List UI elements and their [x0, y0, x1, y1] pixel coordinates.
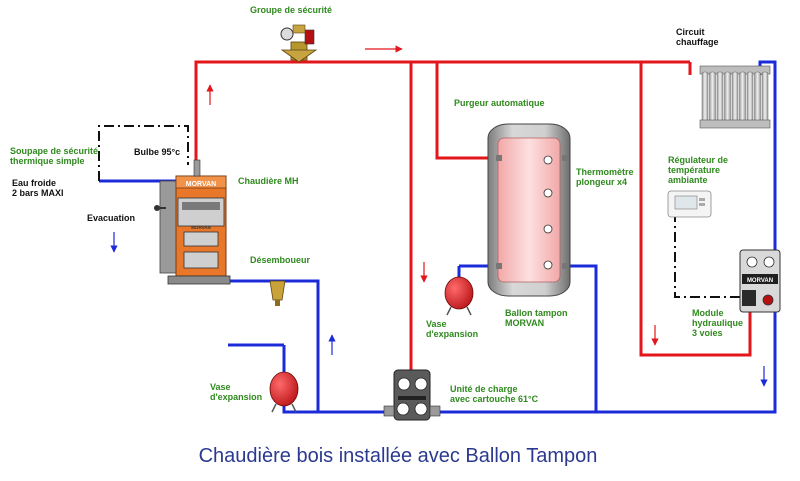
label-module-line3: 3 voies: [692, 328, 723, 338]
label-groupe-securite: Groupe de sécurité: [250, 5, 332, 15]
label-circuit-chauffage-line2: chauffage: [676, 37, 719, 47]
flow-arrows: [110, 45, 768, 387]
label-ballon-line1: Ballon tampon: [505, 308, 568, 318]
label-vase-expansion-1-line1: Vase: [426, 319, 447, 329]
label-regulateur-line3: ambiante: [668, 175, 708, 185]
label-regulateur: Régulateur de température ambiante: [668, 155, 731, 185]
radiator-fin: [731, 71, 739, 125]
expansion-vessel-left-icon: [269, 371, 299, 413]
label-ballon: Ballon tampon MORVAN: [505, 308, 570, 328]
hydraulic-module-icon: [739, 249, 781, 313]
label-unite-charge-line1: Unité de charge: [450, 384, 518, 394]
label-vase-expansion-2-line2: d'expansion: [210, 392, 262, 402]
control-lines: [98, 125, 743, 298]
label-soupape-line1: Soupape de sécurité: [10, 146, 98, 156]
thermometer-probe-icon: [543, 224, 553, 234]
label-vase-expansion-2: Vase d'expansion: [210, 382, 262, 402]
label-vase-expansion-1-line2: d'expansion: [426, 329, 478, 339]
radiator-fin: [754, 71, 761, 125]
boiler-icon: [154, 159, 231, 285]
label-eau-froide-line2: 2 bars MAXI: [12, 188, 64, 198]
boiler-brand-top: MORVAN: [186, 181, 216, 188]
label-desemboueur: Désemboueur: [250, 255, 311, 265]
label-ballon-line2: MORVAN: [505, 318, 544, 328]
label-circuit-chauffage-line1: Circuit: [676, 27, 705, 37]
label-module-line2: hydraulique: [692, 318, 743, 328]
label-regulateur-line1: Régulateur de: [668, 155, 728, 165]
label-vase-expansion-1: Vase d'expansion: [426, 319, 478, 339]
label-unite-charge-line2: avec cartouche 61°C: [450, 394, 539, 404]
boiler-handle-icon: [154, 205, 160, 211]
diagram-caption: Chaudière bois installée avec Ballon Tam…: [199, 445, 598, 467]
label-purgeur: Purgeur automatique: [454, 98, 545, 108]
label-eau-froide-line1: Eau froide: [12, 178, 56, 188]
label-eau-froide: Eau froide 2 bars MAXI: [12, 178, 64, 198]
label-evacuation: Evacuation: [87, 213, 135, 223]
charging-unit-icon: [383, 369, 441, 421]
label-module-line1: Module: [692, 308, 724, 318]
label-unite-charge: Unité de charge avec cartouche 61°C: [450, 384, 539, 404]
radiator-fin: [724, 71, 731, 125]
label-soupape-line2: thermique simple: [10, 156, 85, 166]
expansion-vessel-right-icon: [444, 276, 474, 316]
radiator-fin: [746, 71, 754, 125]
label-thermometre-line1: Thermomètre: [576, 167, 634, 177]
radiator-fin: [709, 71, 716, 125]
label-vase-expansion-2-line1: Vase: [210, 382, 231, 392]
label-chaudiere: Chaudière MH: [238, 176, 299, 186]
radiator-fin: [716, 71, 724, 125]
boiler-brand-door: MORVAN: [191, 225, 211, 230]
room-thermostat-icon: [667, 190, 712, 218]
module-brand: MORVAN: [747, 278, 773, 284]
thermometer-probe-icon: [543, 188, 553, 198]
thermometer-probe-icon: [543, 260, 553, 270]
label-regulateur-line2: température: [668, 165, 720, 175]
label-thermometre-line2: plongeur x4: [576, 177, 627, 187]
buffer-tank-icon: [487, 123, 571, 297]
hot-water-pipes: [194, 58, 752, 372]
thermometer-probe-icon: [543, 155, 553, 165]
label-bulbe: Bulbe 95°c: [134, 147, 180, 157]
label-module: Module hydraulique 3 voies: [692, 308, 746, 338]
radiator-icon: [699, 65, 771, 129]
radiator-fin: [701, 71, 709, 125]
radiator-fin: [761, 71, 769, 125]
radiator-fin: [739, 71, 746, 125]
label-soupape: Soupape de sécurité thermique simple: [10, 146, 101, 166]
label-thermometre: Thermomètre plongeur x4: [576, 167, 636, 187]
safety-group-icon: [280, 24, 318, 63]
label-circuit-chauffage: Circuit chauffage: [676, 27, 719, 47]
sludge-separator-icon: [269, 280, 286, 306]
